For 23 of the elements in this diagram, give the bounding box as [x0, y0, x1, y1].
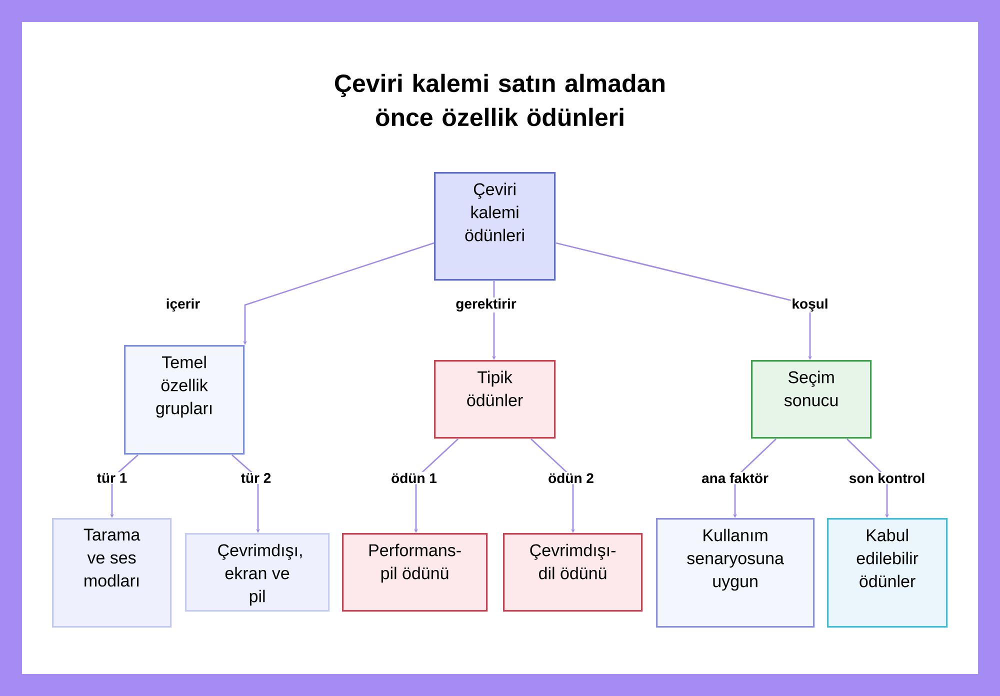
process-box: Tipik ödünler: [434, 360, 556, 439]
process-box: Kullanım senaryosuna uygun: [656, 518, 815, 628]
edge-label: tür 1: [96, 472, 128, 484]
process-box: Çevrimdışı, ekran ve pil: [185, 533, 330, 612]
edge-label: tür 2: [240, 472, 272, 484]
process-box: Seçim sonucu: [751, 360, 872, 439]
process-box: Kabul edilebilir ödünler: [827, 518, 948, 628]
edge-label: içerir: [164, 297, 202, 313]
edge-label: ana faktör: [700, 472, 770, 484]
arrow: [556, 242, 812, 360]
edge-label: son kontrol: [848, 472, 926, 484]
process-box: Tarama ve ses modları: [52, 518, 172, 628]
process-box: Temel özellik grupları: [124, 345, 245, 455]
title: Çeviri kalemi satın almadan önce özellik ödünleri: [334, 74, 664, 126]
edge-label: gerektirir: [454, 297, 518, 313]
arrow: [846, 438, 890, 518]
process-box: Performans- pil ödünü: [342, 533, 488, 612]
process-box: Çeviri kalemi ödünleri: [434, 172, 556, 281]
edge-label: ödün 1: [390, 472, 438, 484]
edge-label: ödün 2: [547, 472, 595, 484]
arrow: [530, 438, 576, 533]
process-box: Çevrimdışı- dil ödünü: [503, 533, 643, 612]
edge-label: koşul: [790, 297, 830, 313]
